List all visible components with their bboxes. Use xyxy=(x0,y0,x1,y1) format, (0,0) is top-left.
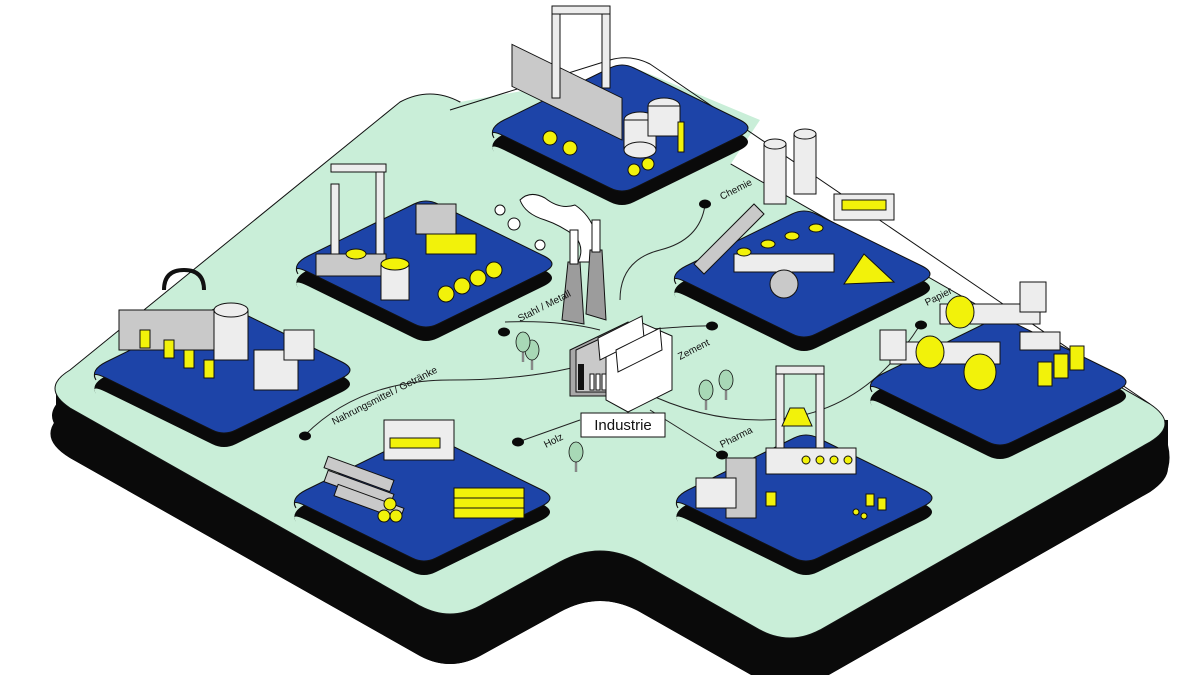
station-pharma[interactable] xyxy=(675,365,933,576)
marker-holz xyxy=(512,437,524,447)
marker-nahrungsmittel xyxy=(299,431,311,441)
marker-chemie xyxy=(699,199,711,209)
industrie-label: Industrie xyxy=(594,417,652,434)
station-chemie[interactable] xyxy=(491,5,749,206)
marker-zement xyxy=(706,321,718,331)
marker-stahl xyxy=(498,327,510,337)
industrie-label-box[interactable]: Industrie xyxy=(580,412,666,438)
path-markers xyxy=(299,199,927,460)
station-papier[interactable] xyxy=(869,281,1127,460)
station-stahl-metall[interactable] xyxy=(295,163,553,342)
station-nahrungsmittel-getraenke[interactable] xyxy=(93,267,351,448)
marker-pharma xyxy=(716,450,728,460)
station-holz[interactable] xyxy=(293,419,551,576)
station-zement[interactable] xyxy=(673,128,931,352)
marker-papier xyxy=(915,320,927,330)
central-factory[interactable] xyxy=(494,194,673,413)
